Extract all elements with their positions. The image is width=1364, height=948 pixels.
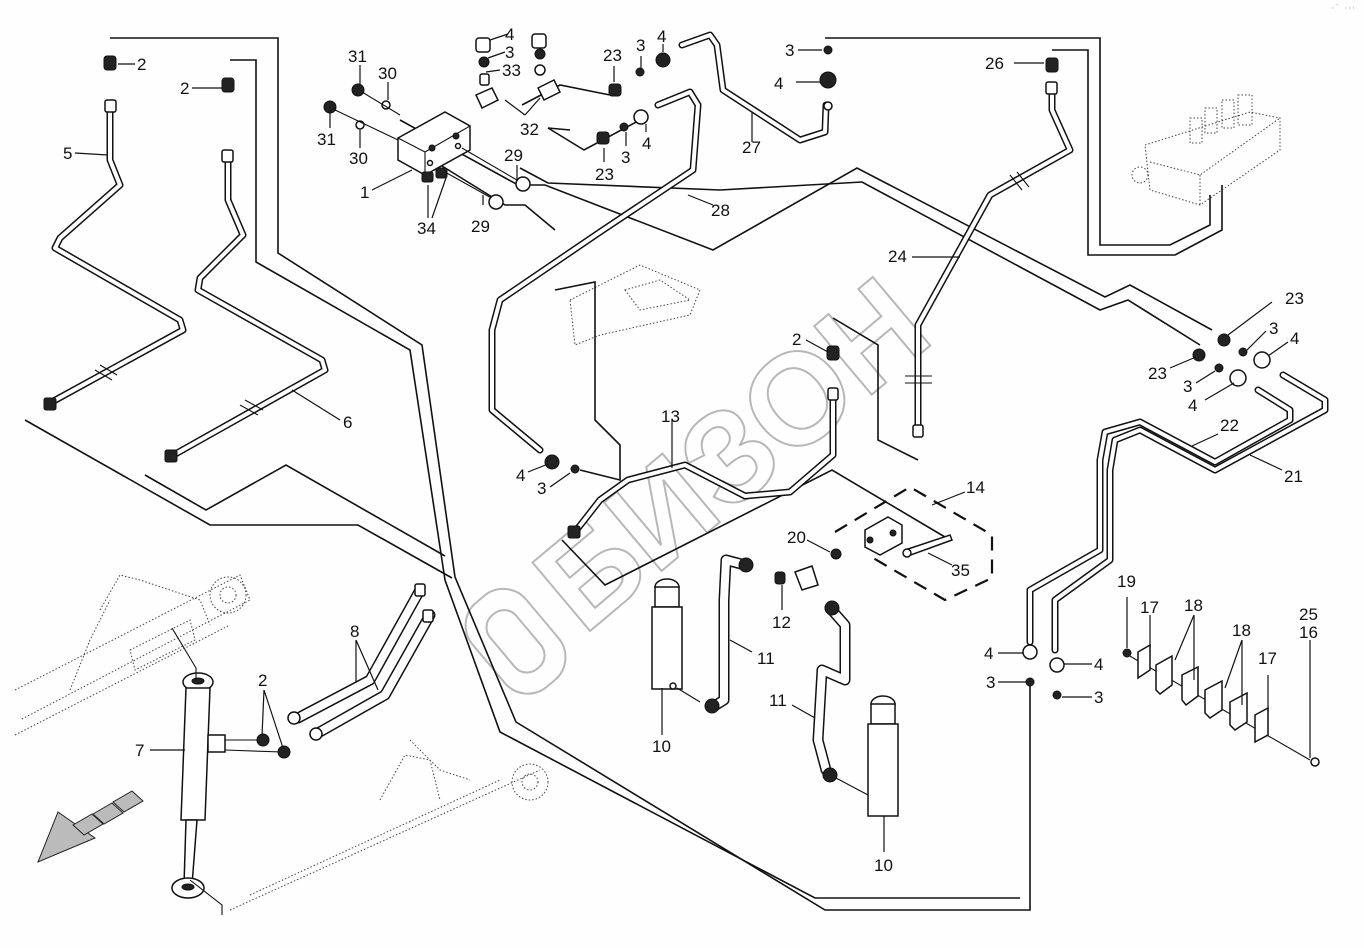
callout-13: 13 — [661, 407, 680, 426]
callout-3: 3 — [1094, 688, 1103, 707]
callout-28: 28 — [711, 201, 730, 220]
callout-4: 4 — [642, 134, 651, 153]
callout-17: 17 — [1140, 598, 1159, 617]
callout-3: 3 — [636, 36, 645, 55]
callout-5: 5 — [63, 144, 72, 163]
callout-11: 11 — [757, 649, 775, 668]
pipes-21-22 — [1026, 371, 1329, 654]
frame-outline — [24, 37, 1223, 911]
callout-34: 34 — [417, 219, 436, 238]
callout-20: 20 — [787, 528, 806, 547]
callout-23: 23 — [1285, 289, 1304, 308]
callout-4: 4 — [984, 644, 993, 663]
valve-assembly-14 — [834, 485, 994, 602]
callout-21: 21 — [1284, 467, 1303, 486]
pipe-27 — [678, 31, 830, 144]
callout-labels: 2 2 5 31 30 31 30 1 34 4 3 33 32 29 29 2… — [63, 25, 1318, 875]
pipe-6 — [166, 154, 329, 461]
cylinder-10-right — [835, 695, 899, 817]
callout-23: 23 — [603, 46, 622, 65]
callout-4: 4 — [1094, 655, 1103, 674]
callout-6: 6 — [343, 413, 352, 432]
callout-16: 16 — [1299, 623, 1318, 642]
callout-19: 19 — [1117, 572, 1136, 591]
callout-30: 30 — [349, 149, 368, 168]
callout-23: 23 — [1148, 364, 1167, 383]
machine-frame-ghost — [14, 264, 701, 911]
pipe-13 — [571, 394, 837, 536]
callout-29: 29 — [504, 146, 523, 165]
callout-35: 35 — [951, 561, 970, 580]
callout-31: 31 — [348, 47, 367, 66]
valve-block-1 — [397, 111, 471, 183]
callout-8: 8 — [350, 622, 359, 641]
callout-10: 10 — [652, 737, 671, 756]
callout-4: 4 — [657, 27, 666, 46]
hoses-11 — [710, 554, 851, 776]
callout-3: 3 — [505, 43, 514, 62]
corner-mark: ·˙ ··· — [1331, 4, 1356, 14]
callout-2: 2 — [792, 330, 801, 349]
callout-14: 14 — [966, 478, 985, 497]
leader-lines — [74, 33, 1311, 852]
callout-12: 12 — [772, 613, 791, 632]
callout-3: 3 — [537, 479, 546, 498]
watermark-logo-inner — [485, 609, 546, 674]
break-mark — [1009, 171, 1030, 191]
fittings — [43, 33, 1271, 783]
callout-3: 3 — [1183, 377, 1192, 396]
cylinder-7 — [171, 627, 283, 915]
callout-3: 3 — [621, 148, 630, 167]
travel-direction-arrow — [37, 790, 144, 863]
callout-2: 2 — [137, 55, 146, 74]
callout-18: 18 — [1232, 621, 1251, 640]
cylinder-10-left — [651, 578, 701, 703]
control-valve-bank — [1131, 94, 1281, 206]
callout-30: 30 — [378, 64, 397, 83]
callout-4: 4 — [505, 25, 514, 44]
callout-17: 17 — [1258, 649, 1277, 668]
callout-26: 26 — [985, 54, 1004, 73]
callout-4: 4 — [1188, 396, 1197, 415]
callout-25: 25 — [1299, 605, 1318, 624]
callout-18: 18 — [1184, 596, 1203, 615]
break-mark — [905, 375, 932, 384]
callout-3: 3 — [986, 673, 995, 692]
callout-24: 24 — [888, 247, 907, 266]
callout-3: 3 — [1269, 319, 1278, 338]
break-mark — [94, 364, 118, 381]
hoses-8 — [292, 584, 436, 739]
watermark-text: БИЗОН — [508, 249, 955, 658]
callout-31: 31 — [317, 130, 336, 149]
pipe-5 — [46, 106, 187, 407]
callout-29: 29 — [471, 217, 490, 236]
callout-23: 23 — [595, 165, 614, 184]
callout-11: 11 — [769, 691, 787, 710]
callout-4: 4 — [1290, 329, 1299, 348]
clamp-assembly — [1122, 643, 1320, 767]
callout-4: 4 — [516, 466, 525, 485]
callout-2: 2 — [258, 671, 267, 690]
callout-7: 7 — [135, 741, 144, 760]
callout-33: 33 — [502, 61, 521, 80]
callout-3: 3 — [785, 41, 794, 60]
callout-22: 22 — [1220, 416, 1239, 435]
callout-32: 32 — [520, 120, 539, 139]
pipe-28 — [488, 88, 702, 454]
callout-2: 2 — [180, 79, 189, 98]
callout-4: 4 — [774, 74, 783, 93]
watermark-logo — [464, 587, 567, 695]
break-mark — [239, 399, 264, 416]
callout-27: 27 — [742, 138, 761, 157]
callout-10: 10 — [874, 856, 893, 875]
pipe-24 — [905, 84, 1074, 432]
callout-1: 1 — [360, 183, 369, 202]
